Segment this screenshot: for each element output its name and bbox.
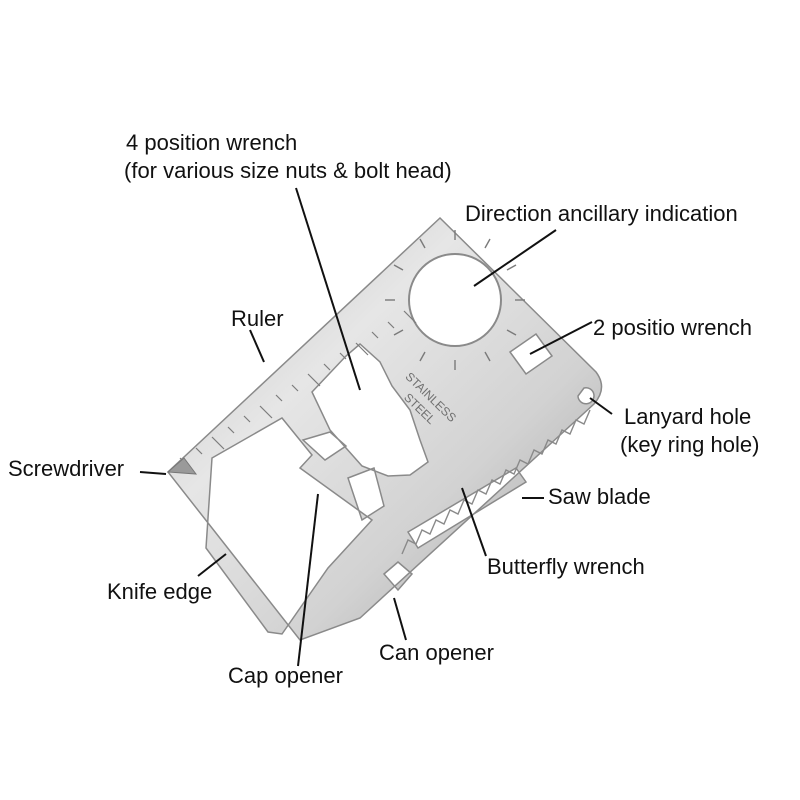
ruler-ticks (179, 310, 417, 465)
leader-lanyard-hole (589, 397, 613, 415)
direction-dial-ticks (385, 230, 525, 370)
direction-dial-hole (408, 253, 502, 347)
leader-cap-opener (297, 493, 319, 667)
label-saw-blade: Saw blade (548, 484, 651, 509)
leader-direction-indication (473, 229, 557, 287)
label-lanyard-hole: Lanyard hole (624, 404, 752, 429)
label-screwdriver: Screwdriver (8, 456, 125, 481)
label-cap-opener: Cap opener (228, 663, 343, 688)
label-four-position-wrench-detail: (for various size nuts & bolt head) (124, 158, 452, 183)
screwdriver-tip (166, 457, 198, 475)
label-knife-edge: Knife edge (107, 579, 213, 604)
label-ruler: Ruler (231, 306, 284, 331)
leader-two-position-wrench (529, 321, 593, 355)
saw-teeth (401, 409, 591, 555)
label-four-position-wrench: 4 position wrench (126, 130, 298, 155)
label-direction-indication: Direction ancillary indication (465, 201, 738, 226)
label-can-opener: Can opener (379, 640, 494, 665)
leader-ruler (249, 329, 265, 363)
label-lanyard-hole-detail: (key ring hole) (620, 432, 760, 457)
leader-knife-edge (197, 553, 227, 577)
leader-can-opener (393, 597, 407, 641)
leader-screwdriver (139, 471, 167, 475)
label-two-position-wrench: 2 positio wrench (593, 315, 752, 340)
leader-lines (139, 187, 613, 667)
leader-four-position-wrench (295, 187, 361, 391)
label-butterfly-wrench: Butterfly wrench (487, 554, 645, 579)
leader-butterfly-wrench (461, 487, 487, 557)
